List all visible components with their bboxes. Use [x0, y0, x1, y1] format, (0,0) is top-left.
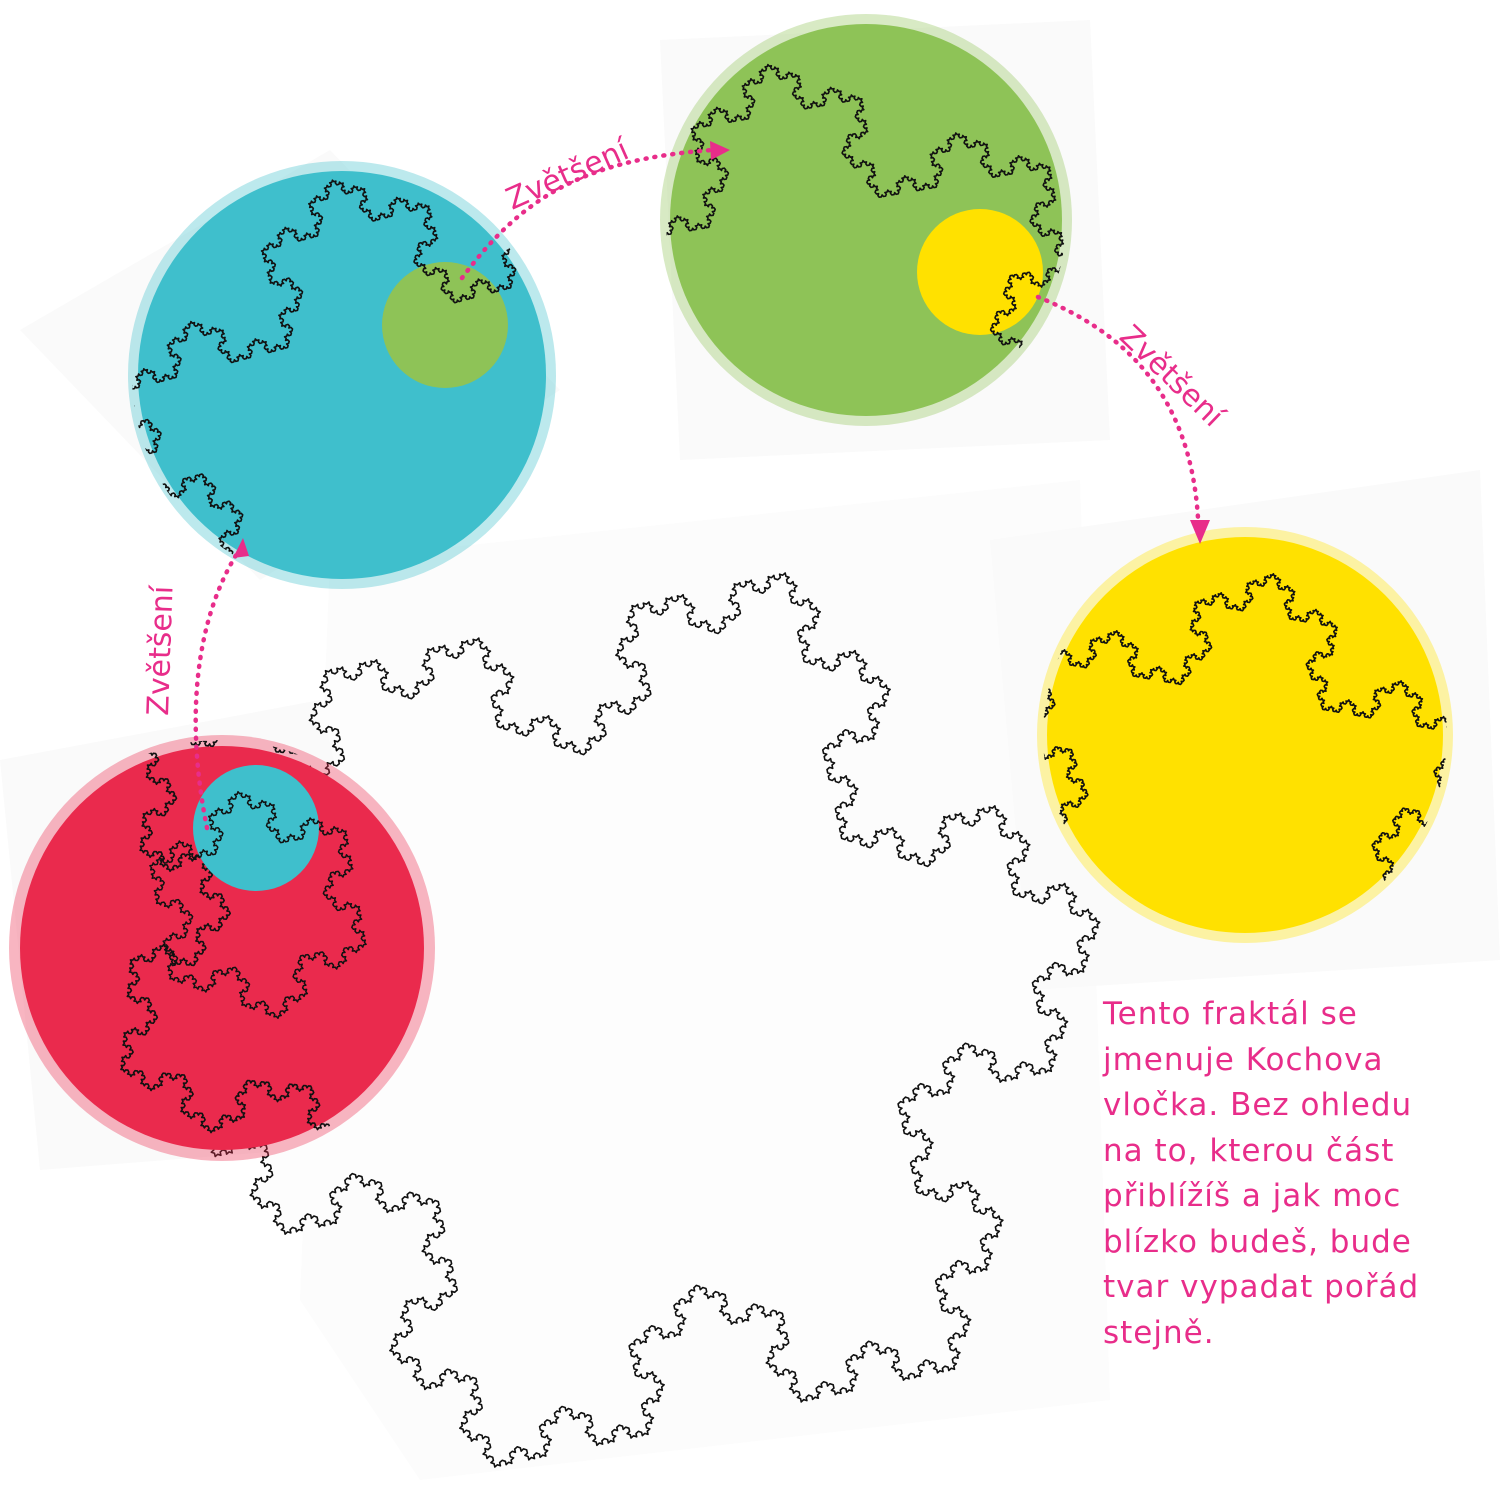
- zoom-label-1: Zvětšení: [141, 584, 181, 717]
- zoom-target-yellow: [917, 209, 1043, 335]
- caption-text: Tento fraktál se jmenuje Kochova vločka.…: [1103, 992, 1483, 1356]
- zoom-target-green: [382, 262, 508, 388]
- zoom-label-3: Zvětšení: [1112, 319, 1231, 436]
- zoom-label-2: Zvětšení: [501, 132, 635, 218]
